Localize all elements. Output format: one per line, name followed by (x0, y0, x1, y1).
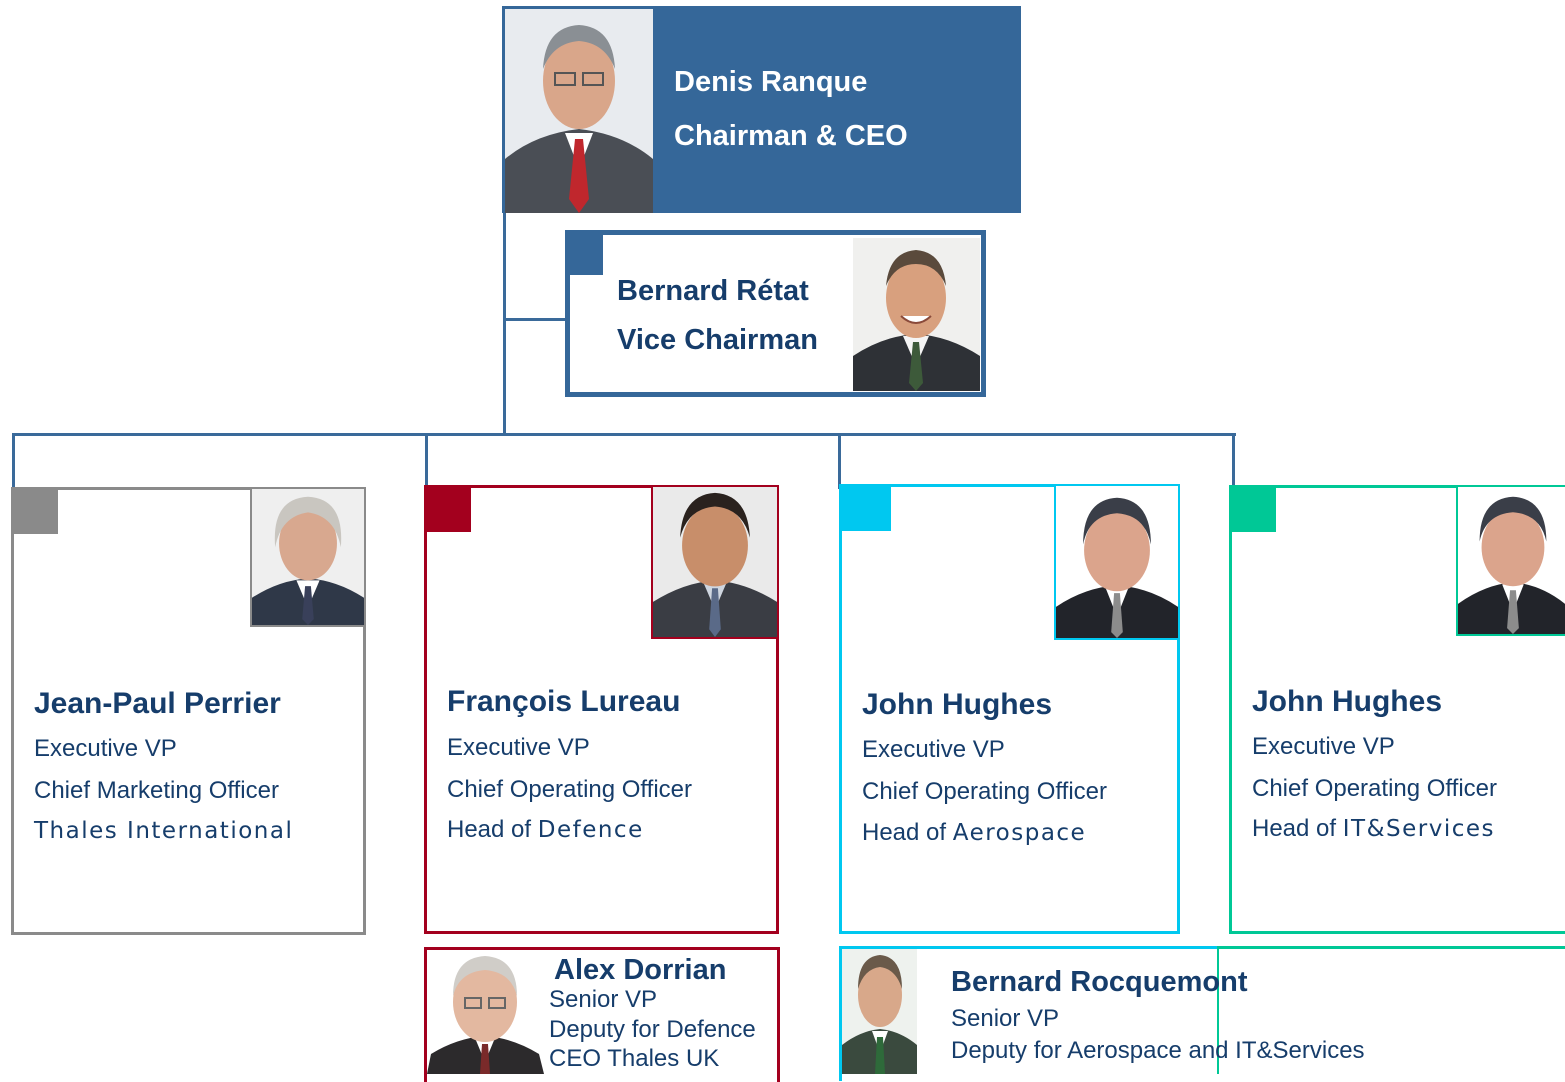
exec-2-line1: Executive VP (447, 734, 590, 761)
exec-4-color-square (1229, 485, 1276, 532)
exec-2-name: François Lureau (447, 685, 681, 718)
exec-4-line3: Head of IT&Services (1252, 815, 1495, 843)
vice-title: Vice Chairman (617, 324, 818, 356)
vice-photo (853, 238, 980, 391)
deputy-2-line1: Senior VP (951, 1005, 1060, 1032)
deputy-2-name: Bernard Rocquemont (951, 966, 1248, 998)
connector-drop-4 (1232, 433, 1235, 489)
connector-trunk (503, 210, 506, 436)
exec-1-name: Jean-Paul Perrier (34, 687, 281, 720)
deputy-1-line2: Deputy for Defence (549, 1016, 756, 1043)
connector-drop-1 (12, 433, 15, 489)
connector-horizontal (12, 433, 1236, 436)
connector-vice (503, 318, 567, 321)
deputy-1-line1: Senior VP (549, 986, 658, 1013)
exec-2-line2: Chief Operating Officer (447, 776, 693, 803)
exec-3-line3: Head of Aerospace (862, 819, 1086, 847)
exec-3-photo (1054, 484, 1180, 640)
exec-4-photo (1456, 485, 1565, 636)
connector-drop-3 (838, 433, 841, 489)
exec-3-line3-prefix: Head of (862, 819, 953, 846)
connector-drop-2 (425, 433, 428, 489)
exec-2-line3-division: Defence (537, 817, 644, 843)
exec-1-color-square (11, 487, 58, 534)
exec-4-line3-division: IT&Services (1342, 816, 1495, 842)
exec-3-line3-division: Aerospace (952, 820, 1087, 846)
exec-1-line3: Thales International (34, 818, 294, 844)
exec-4-line2: Chief Operating Officer (1252, 775, 1498, 802)
deputy-card-aerospace-it (839, 946, 1565, 1081)
deputy-1-photo (427, 950, 544, 1074)
deputy-2-line2: Deputy for Aerospace and IT&Services (951, 1037, 1365, 1064)
chairman-title: Chairman & CEO (674, 120, 908, 152)
exec-3-line2: Chief Operating Officer (862, 778, 1108, 805)
exec-2-line3: Head of Defence (447, 816, 644, 844)
chairman-photo (505, 9, 653, 213)
exec-2-photo (651, 485, 779, 639)
exec-3-color-square (839, 484, 891, 531)
deputy-2-photo (842, 949, 917, 1074)
deputy-1-name: Alex Dorrian (554, 954, 727, 986)
exec-4-line1: Executive VP (1252, 733, 1395, 760)
exec-2-color-square (424, 485, 471, 532)
exec-4-line3-prefix: Head of (1252, 815, 1343, 842)
exec-4-name: John Hughes (1252, 685, 1443, 718)
vice-color-square (565, 230, 603, 275)
exec-1-photo (250, 487, 366, 627)
exec-2-line3-prefix: Head of (447, 816, 538, 843)
deputy-1-line3: CEO Thales UK (549, 1045, 720, 1072)
exec-card-2 (424, 485, 779, 934)
chairman-name: Denis Ranque (674, 66, 868, 98)
deputy-card-top-green (1219, 946, 1565, 949)
deputy-card-divider (1217, 946, 1219, 1074)
exec-1-line2: Chief Marketing Officer (34, 777, 279, 804)
exec-1-line1: Executive VP (34, 735, 177, 762)
exec-3-name: John Hughes (862, 688, 1053, 721)
exec-3-line1: Executive VP (862, 736, 1005, 763)
vice-name: Bernard Rétat (617, 275, 809, 307)
